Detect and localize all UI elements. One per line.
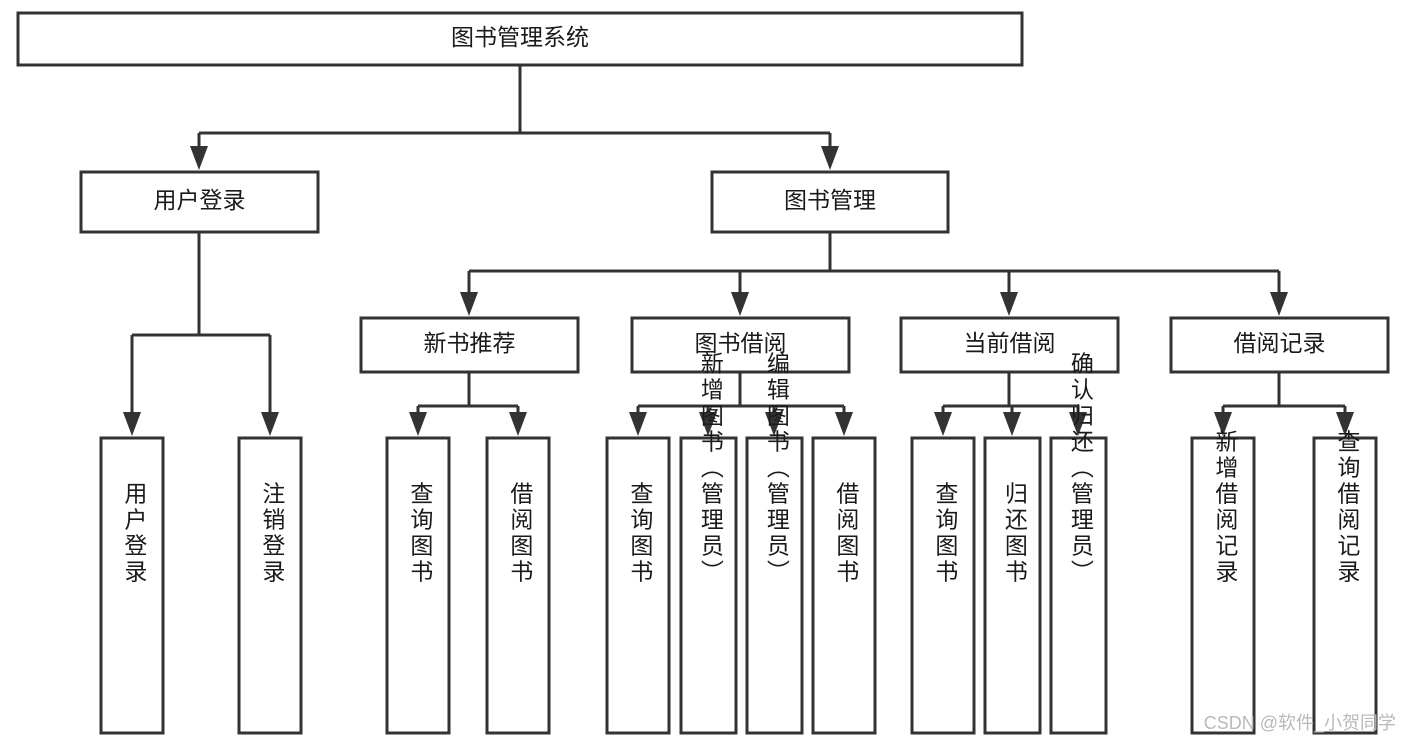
node-label-book-borrow: 图书借阅 (695, 330, 787, 356)
connector-arrow-icon (1336, 412, 1354, 436)
node-box-leaf-confirm-return (1049, 436, 1108, 735)
node-box-user-login (79, 170, 320, 234)
node-leaf-user-login[interactable]: 用户登录 (99, 436, 165, 735)
node-box-leaf-return-book (983, 436, 1042, 735)
connector-arrow-icon (1069, 412, 1087, 436)
connector-arrow-icon (509, 412, 527, 436)
connector-arrow-icon (821, 146, 839, 170)
node-box-book-manage (710, 170, 950, 234)
node-box-leaf-add-book (679, 436, 738, 735)
node-leaf-query-book-borrow[interactable]: 查询图书 (605, 436, 671, 735)
node-box-book-borrow (630, 316, 851, 374)
node-leaf-borrow-book[interactable]: 借阅图书 (811, 436, 877, 735)
node-user-login[interactable]: 用户登录 (79, 170, 320, 234)
node-label-leaf-query-book-cur: 查询图书 (932, 482, 959, 586)
connector-arrow-icon (934, 412, 952, 436)
node-box-leaf-edit-book (745, 436, 804, 735)
node-leaf-confirm-return[interactable]: 确认归还（管理员） (1049, 352, 1108, 735)
connector-arrow-icon (835, 412, 853, 436)
connector-group (629, 372, 853, 436)
node-leaf-borrow-book-rec[interactable]: 借阅图书 (485, 436, 551, 735)
node-box-root (16, 11, 1024, 67)
connector-group (409, 372, 527, 436)
node-label-leaf-add-borrow-record: 新增借阅记录 (1212, 430, 1239, 586)
node-label-leaf-borrow-book-rec: 借阅图书 (507, 482, 534, 586)
node-box-leaf-borrow-book-rec (485, 436, 551, 735)
node-label-book-manage: 图书管理 (784, 187, 876, 213)
node-label-leaf-user-login: 用户登录 (121, 482, 148, 586)
connectors-layer (123, 65, 1354, 436)
node-box-leaf-logout-login (237, 436, 303, 735)
connector-group (934, 372, 1087, 436)
connector-arrow-icon (731, 292, 749, 316)
node-leaf-add-book[interactable]: 新增图书（管理员） (679, 352, 738, 735)
node-label-leaf-logout-login: 注销登录 (259, 482, 286, 586)
node-box-leaf-query-book-rec (385, 436, 451, 735)
node-box-leaf-query-book-borrow (605, 436, 671, 735)
csdn-watermark: CSDN @软件_小贺同学 (1204, 713, 1396, 734)
connector-group (1214, 372, 1354, 436)
nodes-layer: 图书管理系统用户登录图书管理新书推荐图书借阅当前借阅借阅记录用户登录注销登录查询… (16, 11, 1390, 735)
node-leaf-edit-book[interactable]: 编辑图书（管理员） (745, 352, 804, 735)
node-leaf-query-book-cur[interactable]: 查询图书 (910, 436, 976, 735)
node-label-leaf-edit-book: 编辑图书（管理员） (763, 352, 790, 586)
node-label-leaf-borrow-book: 借阅图书 (833, 482, 860, 586)
connector-group (123, 232, 279, 436)
node-leaf-query-book-rec[interactable]: 查询图书 (385, 436, 451, 735)
node-label-new-book-recommend: 新书推荐 (424, 330, 516, 356)
node-leaf-add-borrow-record[interactable]: 新增借阅记录 (1190, 430, 1256, 735)
connector-arrow-icon (409, 412, 427, 436)
node-book-manage[interactable]: 图书管理 (710, 170, 950, 234)
connector-arrow-icon (1003, 412, 1021, 436)
connector-arrow-icon (261, 412, 279, 436)
node-label-root: 图书管理系统 (451, 24, 589, 50)
node-book-borrow[interactable]: 图书借阅 (630, 316, 851, 374)
connector-group (190, 65, 839, 170)
node-box-new-book-recommend (359, 316, 580, 374)
node-label-leaf-query-book-rec: 查询图书 (407, 482, 434, 586)
node-box-current-borrow (899, 316, 1120, 374)
node-label-current-borrow: 当前借阅 (964, 330, 1056, 356)
node-label-leaf-return-book: 归还图书 (1001, 482, 1028, 586)
connector-arrow-icon (123, 412, 141, 436)
node-leaf-return-book[interactable]: 归还图书 (983, 436, 1042, 735)
connector-arrow-icon (1270, 292, 1288, 316)
connector-arrow-icon (190, 146, 208, 170)
node-label-leaf-confirm-return: 确认归还（管理员） (1067, 352, 1094, 586)
node-borrow-record[interactable]: 借阅记录 (1169, 316, 1390, 374)
connector-arrow-icon (460, 292, 478, 316)
node-root[interactable]: 图书管理系统 (16, 11, 1024, 67)
node-box-leaf-user-login (99, 436, 165, 735)
connector-arrow-icon (629, 412, 647, 436)
node-label-borrow-record: 借阅记录 (1234, 330, 1326, 356)
node-label-leaf-query-borrow-record: 查询借阅记录 (1334, 430, 1361, 586)
node-box-borrow-record (1169, 316, 1390, 374)
connector-group (460, 232, 1288, 316)
node-box-leaf-add-borrow-record (1190, 436, 1256, 735)
connector-arrow-icon (699, 412, 717, 436)
node-box-leaf-query-borrow-record (1312, 436, 1378, 735)
node-leaf-query-borrow-record[interactable]: 查询借阅记录 (1312, 430, 1378, 735)
node-current-borrow[interactable]: 当前借阅 (899, 316, 1120, 374)
node-label-leaf-add-book: 新增图书（管理员） (697, 352, 724, 586)
connector-arrow-icon (765, 412, 783, 436)
connector-arrow-icon (1214, 412, 1232, 436)
node-label-leaf-query-book-borrow: 查询图书 (627, 482, 654, 586)
node-leaf-logout-login[interactable]: 注销登录 (237, 436, 303, 735)
node-new-book-recommend[interactable]: 新书推荐 (359, 316, 580, 374)
node-label-user-login: 用户登录 (154, 187, 246, 213)
node-box-leaf-query-book-cur (910, 436, 976, 735)
node-box-leaf-borrow-book (811, 436, 877, 735)
connector-arrow-icon (1000, 292, 1018, 316)
